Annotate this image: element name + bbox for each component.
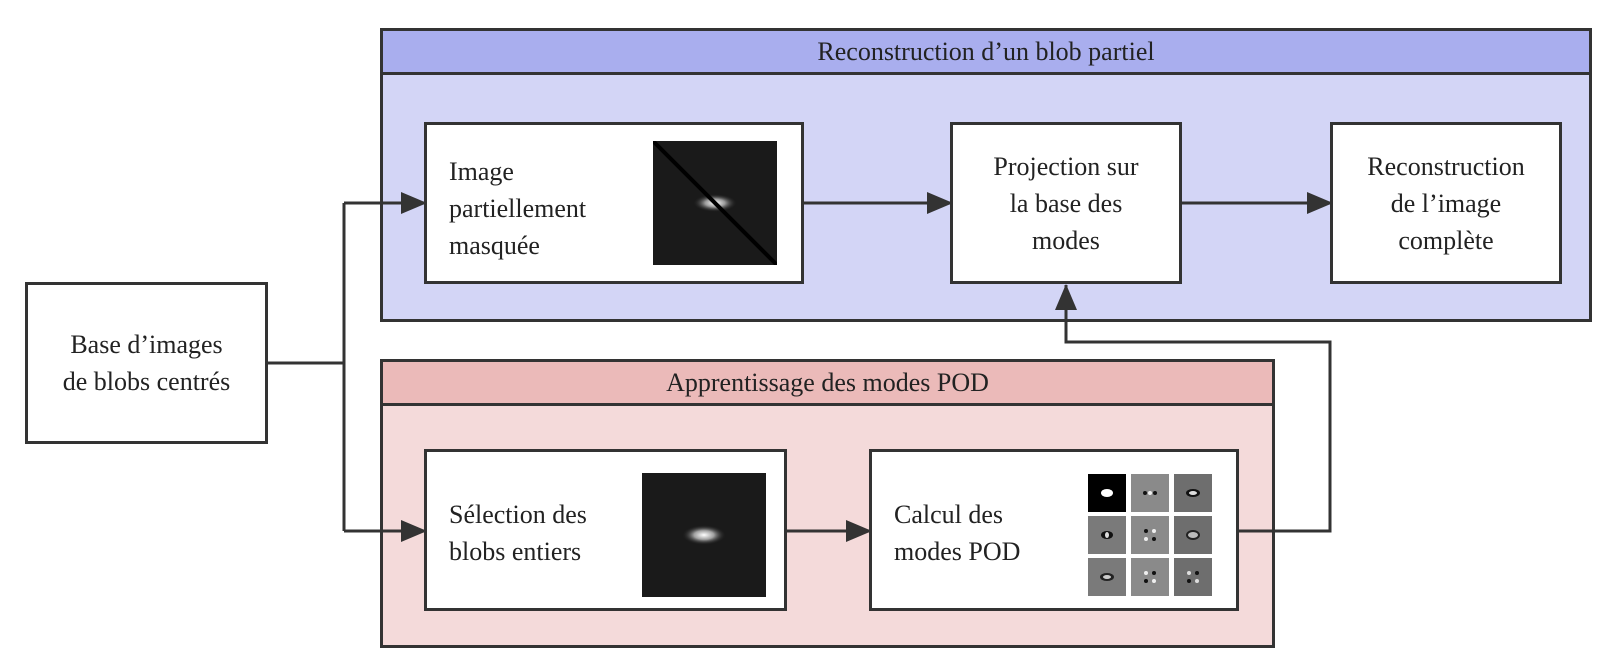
masked-image-node: Image partiellement masquée [424, 122, 804, 284]
projection-line-1: Projection sur [993, 151, 1139, 181]
masked-blob-thumbnail-icon [653, 141, 777, 265]
projection-line-3: modes [1032, 225, 1100, 255]
pod-modes-line-1: Calcul des [894, 500, 1004, 529]
pod-modes-node: Calcul des modes POD [869, 449, 1239, 611]
pod-modes-line-2: modes POD [894, 537, 1021, 566]
reconstruction-group-title: Reconstruction d’un blob partiel [383, 31, 1589, 75]
reconstruction-line-2: de l’image [1390, 188, 1502, 218]
masked-image-line-1: Image [449, 157, 514, 186]
base-images-line-2: de blobs centrés [62, 367, 231, 396]
edge-pod-to-projection [1055, 284, 1332, 533]
selection-line-1: Sélection des [449, 500, 587, 529]
pod-modes-grid-thumbnail-icon [1088, 474, 1212, 596]
reconstruction-line-1: Reconstruction [1367, 151, 1525, 181]
selection-node: Sélection des blobs entiers [424, 449, 787, 611]
learning-group-title: Apprentissage des modes POD [383, 362, 1272, 406]
blob-thumbnail-icon [642, 473, 766, 597]
reconstruction-line-3: complète [1398, 225, 1494, 255]
base-images-line-1: Base d’images [70, 330, 223, 359]
masked-image-line-3: masquée [449, 231, 540, 260]
projection-node: Projection sur la base des modes [950, 122, 1182, 284]
base-images-node: Base d’images de blobs centrés [25, 282, 268, 444]
reconstruction-node: Reconstruction de l’image complète [1330, 122, 1562, 284]
masked-image-line-2: partiellement [449, 194, 587, 223]
selection-line-2: blobs entiers [449, 537, 582, 566]
projection-line-2: la base des [1009, 188, 1123, 218]
